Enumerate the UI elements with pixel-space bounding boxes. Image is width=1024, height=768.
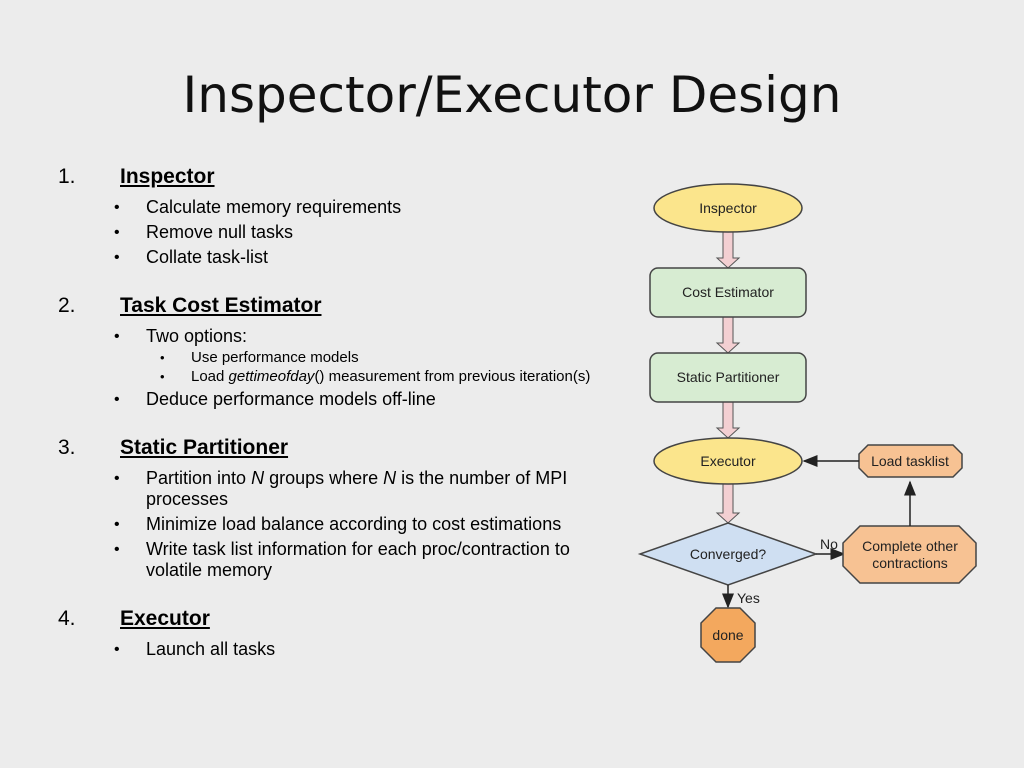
node-label: Converged?: [690, 546, 766, 562]
static-partitioner-node: Static Partitioner: [649, 352, 807, 403]
bullet-item: Two options: Use performance models Load…: [114, 326, 618, 385]
section-title: Static Partitioner: [120, 436, 289, 459]
done-node: done: [700, 607, 756, 663]
section-number: 1.: [58, 165, 76, 188]
bullet-item: Collate task-list: [114, 247, 618, 268]
sub-bullet-text: Load: [191, 368, 229, 385]
node-label: Cost Estimator: [682, 284, 774, 300]
node-label: Inspector: [699, 200, 757, 216]
bullet-item: Deduce performance models off-line: [114, 389, 618, 410]
node-label: done: [712, 627, 743, 643]
outline-list: 1. Inspector Calculate memory requiremen…: [58, 165, 618, 686]
flow-arrow: [715, 401, 741, 439]
bullet-item: Remove null tasks: [114, 222, 618, 243]
bullet-item: Partition into N groups where N is the n…: [114, 468, 618, 510]
bullet-item: Write task list information for each pro…: [114, 539, 618, 581]
section-executor: 4. Executor Launch all tasks: [58, 607, 618, 660]
node-label: contractions: [872, 555, 947, 571]
section-title: Executor: [120, 607, 210, 630]
section-number: 3.: [58, 436, 76, 459]
converged-decision-node: Converged?: [637, 522, 819, 586]
bullet-item: Launch all tasks: [114, 639, 618, 660]
flow-arrow: [715, 316, 741, 354]
node-label: Executor: [700, 453, 756, 469]
yes-arrow: Yes: [722, 585, 760, 609]
cost-estimator-node: Cost Estimator: [649, 267, 807, 318]
flowchart-diagram: Inspector Cost Estimator Static Partitio…: [637, 183, 977, 663]
section-task-cost-estimator: 2. Task Cost Estimator Two options: Use …: [58, 294, 618, 410]
load-tasklist-node: Load tasklist: [858, 444, 963, 478]
section-title: Inspector: [120, 165, 215, 188]
yes-label: Yes: [737, 590, 760, 606]
section-number: 4.: [58, 607, 76, 630]
node-label: Static Partitioner: [677, 369, 780, 385]
bullet-text: Partition into: [146, 468, 252, 488]
sub-bullet-emphasis: gettimeofday: [228, 368, 315, 385]
slide-title: Inspector/Executor Design: [182, 66, 842, 124]
node-label: Load tasklist: [871, 453, 949, 469]
bullet-item: Calculate memory requirements: [114, 197, 618, 218]
sub-bullet-item: Use performance models: [160, 349, 618, 366]
bullet-emphasis: N: [251, 468, 265, 488]
complete-other-node: Complete other contractions: [842, 525, 977, 584]
bullet-text: Two options:: [146, 326, 248, 346]
node-label: Complete other: [862, 538, 958, 554]
section-number: 2.: [58, 294, 76, 317]
no-arrow: No: [816, 536, 846, 560]
no-label: No: [820, 536, 838, 552]
section-inspector: 1. Inspector Calculate memory requiremen…: [58, 165, 618, 268]
bullet-text: is the number of MPI processes: [146, 468, 568, 509]
sub-bullet-text: () measurement from previous iteration(s…: [314, 368, 591, 385]
executor-node: Executor: [653, 437, 803, 485]
bullet-emphasis: N: [383, 468, 397, 488]
inspector-node: Inspector: [653, 183, 803, 233]
sub-bullet-item: Load gettimeofday() measurement from pre…: [160, 368, 618, 385]
flow-arrow: [715, 482, 741, 524]
flow-arrow: [715, 231, 741, 269]
bullet-text: groups where: [264, 468, 384, 488]
section-title: Task Cost Estimator: [120, 294, 322, 317]
section-static-partitioner: 3. Static Partitioner Partition into N g…: [58, 436, 618, 581]
bullet-item: Minimize load balance according to cost …: [114, 514, 618, 535]
